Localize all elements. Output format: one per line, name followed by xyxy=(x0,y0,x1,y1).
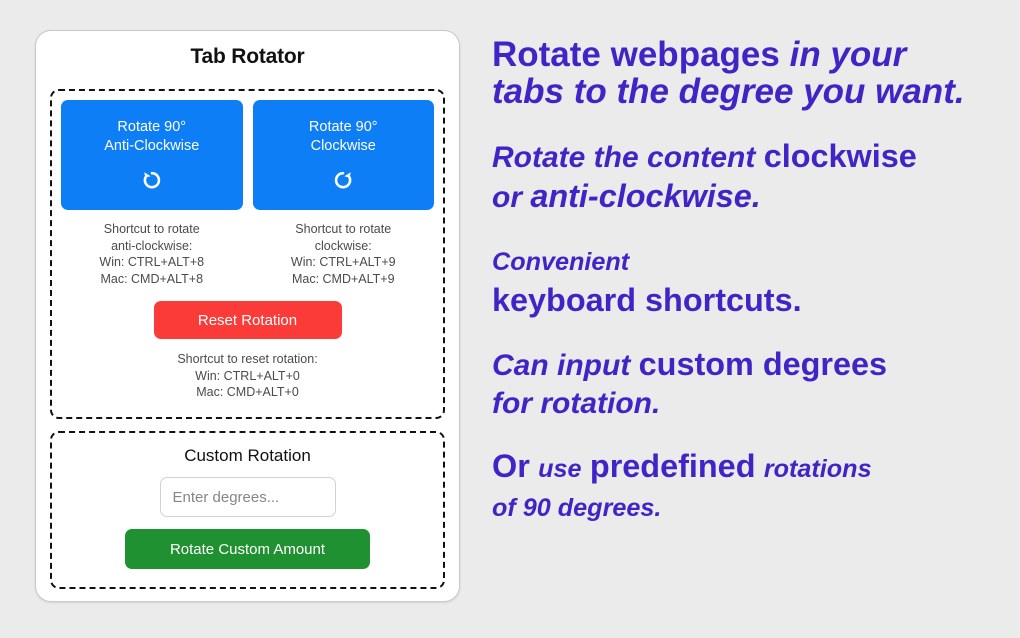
rotate-anti-clockwise-icon xyxy=(140,168,164,192)
shortcut-win: Win: CTRL+ALT+9 xyxy=(290,255,396,269)
reset-button-wrap: Reset Rotation xyxy=(52,301,443,339)
rotate-clockwise-icon xyxy=(331,168,355,192)
reset-rotation-button[interactable]: Reset Rotation xyxy=(153,301,342,339)
shortcut-mac: Mac: CMD+ALT+9 xyxy=(291,271,395,286)
shortcut-heading-line-2: clockwise: xyxy=(314,238,372,253)
marketing-line-5-part-e: of 90 degrees. xyxy=(492,494,662,522)
rotate-clockwise-button[interactable]: Rotate 90° Clockwise xyxy=(252,100,434,210)
rotate-anti-clockwise-button[interactable]: Rotate 90° Anti-Clockwise xyxy=(61,100,243,210)
rotate-buttons-row: Rotate 90° Anti-Clockwise Rotate 90° Clo… xyxy=(52,91,443,210)
rotate-section: Rotate 90° Anti-Clockwise Rotate 90° Clo… xyxy=(50,89,445,419)
marketing-line-5-part-d: rotations xyxy=(763,455,872,483)
marketing-line-4-part-c: for rotation. xyxy=(492,387,661,420)
marketing-line-5-part-a: Or xyxy=(492,448,530,484)
marketing-line-2: Rotate the content clockwise or anti-clo… xyxy=(492,137,1007,217)
reset-shortcut-hint: Shortcut to reset rotation: Win: CTRL+AL… xyxy=(52,351,443,401)
marketing-line-1-part-a: Rotate webpages xyxy=(492,35,780,74)
shortcut-heading-line-2: anti-clockwise: xyxy=(111,238,193,253)
custom-rotate-button-wrap: Rotate Custom Amount xyxy=(52,529,443,569)
shortcut-win: Win: CTRL+ALT+8 xyxy=(99,255,205,269)
marketing-line-2-part-c: or xyxy=(492,181,522,214)
marketing-line-4: Can input custom degrees for rotation. xyxy=(492,345,1007,423)
popup-title: Tab Rotator xyxy=(190,45,305,68)
reset-shortcut-heading: Shortcut to reset rotation: xyxy=(177,352,318,366)
marketing-line-2-part-b: clockwise xyxy=(763,138,917,174)
custom-degrees-input[interactable] xyxy=(159,477,336,517)
custom-degrees-input-wrap xyxy=(52,477,443,517)
shortcut-heading-line-1: Shortcut to rotate xyxy=(103,222,200,236)
marketing-line-4-part-a: Can input xyxy=(492,349,631,382)
marketing-line-2-part-a: Rotate the content xyxy=(492,141,756,174)
marketing-line-5: Or use predefined rotations of 90 degree… xyxy=(492,447,1007,527)
rotate-custom-amount-button[interactable]: Rotate Custom Amount xyxy=(125,529,370,569)
shortcut-hints-row: Shortcut to rotate anti-clockwise: Win: … xyxy=(52,210,443,287)
shortcut-hint-clockwise: Shortcut to rotate clockwise: Win: CTRL+… xyxy=(253,221,435,287)
shortcut-hint-anti-clockwise: Shortcut to rotate anti-clockwise: Win: … xyxy=(61,221,243,287)
marketing-line-1-part-c: tabs to the degree you want. xyxy=(492,72,965,111)
shortcut-mac: Mac: CMD+ALT+8 xyxy=(100,271,204,286)
reset-shortcut-mac: Mac: CMD+ALT+0 xyxy=(196,385,299,399)
reset-shortcut-win: Win: CTRL+ALT+0 xyxy=(195,368,300,383)
custom-rotation-section: Custom Rotation Rotate Custom Amount xyxy=(50,431,445,589)
marketing-line-3-part-a: Convenient xyxy=(492,248,630,276)
marketing-line-1: Rotate webpages in your tabs to the degr… xyxy=(492,36,1007,110)
shortcut-heading-line-1: Shortcut to rotate xyxy=(295,222,392,236)
marketing-line-3-part-b: keyboard shortcuts. xyxy=(492,282,802,318)
marketing-line-1-part-b: in your xyxy=(789,35,907,74)
marketing-line-2-part-d: anti-clockwise. xyxy=(530,178,761,214)
extension-popup-card: Tab Rotator Rotate 90° Anti-Clockwise Ro… xyxy=(35,30,460,602)
marketing-line-3: Convenient keyboard shortcuts. xyxy=(492,242,1007,321)
marketing-line-5-part-b: use xyxy=(538,455,582,483)
rotate-clockwise-label: Rotate 90° Clockwise xyxy=(308,119,378,154)
rotate-anti-clockwise-label: Rotate 90° Anti-Clockwise xyxy=(104,119,200,154)
marketing-line-5-part-c: predefined xyxy=(589,448,756,484)
custom-rotation-title: Custom Rotation xyxy=(184,446,311,465)
marketing-line-4-part-b: custom degrees xyxy=(638,346,888,382)
marketing-copy: Rotate webpages in your tabs to the degr… xyxy=(492,36,1007,544)
